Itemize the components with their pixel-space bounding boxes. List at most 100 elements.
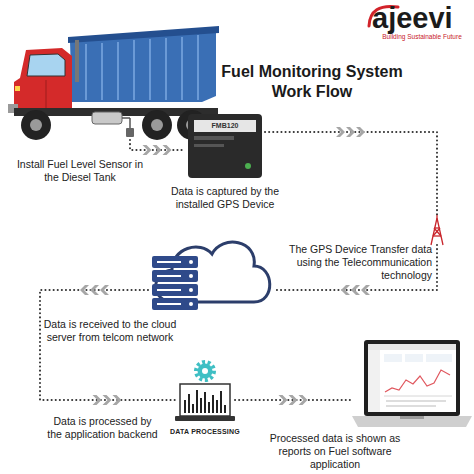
chevron-head — [356, 127, 365, 137]
chevron-head — [336, 127, 345, 137]
bar — [204, 392, 206, 413]
server-light — [189, 260, 193, 264]
chevron-head — [100, 285, 109, 295]
gear-hole — [202, 368, 208, 374]
logo-tagline: Building Sustainable Future — [372, 34, 472, 41]
dashboard-chart — [385, 370, 450, 392]
chevron-head — [351, 285, 360, 295]
chevron-arrows — [80, 285, 109, 295]
sensor-wire — [129, 118, 131, 128]
icon-caption: DATA PROCESSING — [170, 428, 240, 435]
device-led — [245, 163, 251, 169]
tower-brace — [433, 228, 440, 236]
logo-text: ajeevi — [372, 4, 472, 33]
truck-illustration — [8, 26, 219, 140]
step-caption: Data is captured by the installed GPS De… — [167, 185, 283, 211]
chevron-head — [361, 285, 370, 295]
cab-door — [46, 80, 47, 110]
truck-cab — [14, 48, 72, 116]
chevron-head — [289, 395, 298, 405]
device-label-area — [194, 120, 256, 132]
step-caption: Install Fuel Level Sensor in the Diesel … — [10, 158, 150, 184]
laptop-bezel — [364, 340, 460, 416]
gps-device-illustration — [188, 114, 262, 178]
chevron-head — [90, 285, 99, 295]
dump-rib — [101, 43, 103, 100]
dashboard-sidebar — [368, 350, 380, 412]
server-unit — [152, 298, 198, 310]
dashboard-row — [386, 405, 436, 407]
server-slot — [157, 289, 181, 291]
chevron-head — [103, 395, 112, 405]
tower-brace — [434, 228, 441, 236]
laptop-illustration — [352, 340, 472, 427]
dashboard-header — [368, 344, 456, 350]
dashboard-card — [384, 354, 402, 362]
server-unit — [152, 256, 198, 268]
processing-screen — [180, 384, 230, 416]
gear — [198, 364, 213, 379]
chevron-arrows — [143, 145, 172, 155]
dump-rib — [197, 35, 199, 100]
chevron-head — [299, 395, 308, 405]
illustrated-step: Data is captured by the installed GPS De… — [185, 112, 265, 180]
server-slot — [157, 261, 181, 263]
wheel — [142, 110, 172, 140]
server-light — [189, 274, 193, 278]
chevron-arrows — [341, 285, 370, 295]
gear-teeth — [196, 362, 214, 380]
dump-rib — [133, 40, 135, 100]
chevron-arrows — [336, 127, 365, 137]
illustrated-step: DATA PROCESSINGData is processed by the … — [175, 365, 235, 440]
telecom-tower-illustration — [431, 214, 443, 245]
dotted-line — [40, 290, 175, 400]
dotted-flow-connector — [265, 127, 437, 215]
dotted-flow-connector — [235, 395, 352, 405]
dotted-flow-connector — [130, 140, 185, 155]
dump-rib — [149, 39, 151, 100]
chevron-head — [153, 145, 162, 155]
chevron-arrows — [93, 395, 122, 405]
data-processing-illustration — [175, 362, 235, 421]
chevron-head — [80, 285, 89, 295]
dashboard-card — [405, 354, 423, 362]
dump-rib — [85, 44, 87, 100]
chevron-head — [143, 145, 152, 155]
step-caption: The GPS Device Transfer data using the T… — [282, 243, 432, 282]
dashboard-row — [386, 400, 446, 402]
exhaust-stack — [75, 40, 79, 82]
chevron-head — [113, 395, 122, 405]
wheel-hub — [151, 119, 163, 131]
illustrated-step: Data is received to the cloud server fro… — [148, 240, 273, 315]
diesel-tank — [92, 112, 122, 124]
illustrated-step: Install Fuel Level Sensor in the Diesel … — [8, 30, 223, 140]
step-caption: Processed data is shown as reports on Fu… — [260, 432, 410, 471]
bar — [212, 395, 214, 413]
diagram-title: Fuel Monitoring System Work Flow — [212, 62, 412, 102]
dump-rim — [68, 26, 219, 43]
cloud-server-illustration — [152, 242, 270, 310]
server-light — [189, 302, 193, 306]
chevron-head — [279, 395, 288, 405]
server-slot — [157, 275, 181, 277]
device-detail — [194, 136, 234, 140]
chevron-head — [93, 395, 102, 405]
bar — [184, 400, 186, 413]
device-detail — [194, 144, 224, 147]
illustrated-step: The GPS Device Transfer data using the T… — [428, 215, 446, 245]
step-caption: Data is processed by the application bac… — [45, 415, 160, 441]
wheel-hub — [30, 119, 42, 131]
chevron-head — [341, 285, 350, 295]
server-unit — [152, 270, 198, 282]
processing-base — [175, 416, 235, 421]
server-slot — [157, 303, 181, 305]
chevron-head — [346, 127, 355, 137]
laptop-screen — [368, 344, 456, 412]
dotted-line — [265, 132, 437, 215]
dotted-flow-connector — [40, 285, 175, 405]
bar — [216, 400, 218, 413]
sensor-wire — [122, 117, 130, 119]
bar — [196, 390, 198, 413]
cab-window — [27, 54, 65, 76]
